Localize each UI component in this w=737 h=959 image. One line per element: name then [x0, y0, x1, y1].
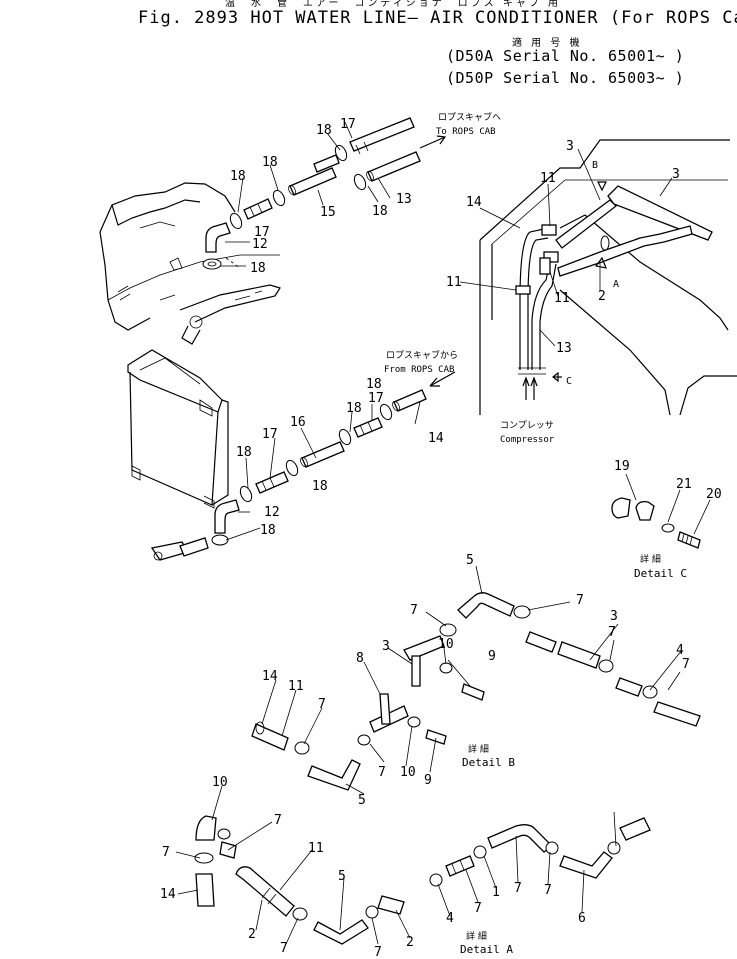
- view-arrow-c: C: [566, 376, 572, 387]
- part-callout: 17: [254, 225, 270, 240]
- part-callout: 7: [378, 765, 386, 780]
- part-callout: 7: [682, 657, 690, 672]
- detail-b-japanese: 詳 細: [468, 743, 489, 755]
- part-callout: 6: [578, 911, 586, 926]
- compressor-japanese: コンプレッサ: [500, 420, 554, 431]
- part-callout: 7: [162, 845, 170, 860]
- part-callout: 18: [346, 401, 362, 416]
- part-callout: 2: [598, 289, 606, 304]
- to-rops-cab-label: To ROPS CAB: [436, 127, 496, 137]
- part-callout: 18: [366, 377, 382, 392]
- part-callout: 3: [566, 139, 574, 154]
- part-callout: 7: [274, 813, 282, 828]
- part-callout: 3: [382, 639, 390, 654]
- serial-number-d50a: (D50A Serial No. 65001~ ): [446, 47, 685, 65]
- callout-leader-lines: [175, 121, 711, 945]
- detail-c-label: Detail C: [634, 567, 687, 580]
- part-callout: 10: [400, 765, 416, 780]
- part-callout: 11: [288, 679, 304, 694]
- part-callout: 18: [262, 155, 278, 170]
- cab-frame-outline: [479, 139, 737, 416]
- part-callout: 18: [260, 523, 276, 538]
- part-callout: 13: [556, 341, 572, 356]
- part-callout: 3: [672, 167, 680, 182]
- part-callout: 10: [438, 637, 454, 652]
- part-callout: 7: [474, 901, 482, 916]
- detail-c-japanese: 詳 細: [640, 553, 661, 565]
- part-callout: 18: [250, 261, 266, 276]
- part-callout: 4: [446, 911, 454, 926]
- part-callout: 4: [676, 643, 684, 658]
- radiator-outline: [127, 349, 229, 509]
- part-callout: 8: [356, 651, 364, 666]
- detail-a-parts: [194, 815, 651, 945]
- part-callout: 12: [264, 505, 280, 520]
- cab-hose-routing: [515, 181, 713, 400]
- part-callout: 11: [446, 275, 462, 290]
- part-callout: 5: [338, 869, 346, 884]
- view-arrow-b: B: [592, 160, 598, 171]
- detail-b-label: Detail B: [462, 756, 515, 769]
- part-callout: 2: [248, 927, 256, 942]
- part-callout: 7: [280, 941, 288, 956]
- detail-a-label: Detail A: [460, 943, 513, 956]
- part-callouts: 18 17 18 17 15 18 13 18 12 18 3 3 11 14 …: [160, 117, 722, 959]
- part-callout: 7: [608, 625, 616, 640]
- part-callout: 9: [488, 649, 496, 664]
- part-callout: 11: [540, 171, 556, 186]
- upper-hose-chain: [202, 117, 447, 270]
- part-callout: 14: [262, 669, 278, 684]
- part-callout: 18: [230, 169, 246, 184]
- part-callout: 15: [320, 205, 336, 220]
- view-arrow-a: A: [613, 279, 619, 290]
- part-callout: 16: [290, 415, 306, 430]
- part-callout: 1: [492, 885, 500, 900]
- part-callout: 19: [614, 459, 630, 474]
- part-callout: 21: [676, 477, 692, 492]
- part-callout: 7: [576, 593, 584, 608]
- part-callout: 9: [424, 773, 432, 788]
- serial-number-d50p: (D50P Serial No. 65003~ ): [446, 69, 685, 87]
- part-callout: 5: [466, 553, 474, 568]
- part-callout: 18: [236, 445, 252, 460]
- part-callout: 11: [308, 841, 324, 856]
- part-callout: 2: [406, 935, 414, 950]
- part-callout: 13: [396, 192, 412, 207]
- engine-block-outline: [99, 182, 281, 345]
- part-callout: 14: [160, 887, 176, 902]
- part-callout: 7: [318, 697, 326, 712]
- figure-title: Fig. 2893 HOT WATER LINE— AIR CONDITIONE…: [138, 8, 737, 28]
- header-japanese-line: 温 水 管 エアー コンディショナ ロプス キャブ 用: [225, 0, 562, 9]
- part-callout: 11: [554, 291, 570, 306]
- part-callout: 7: [514, 881, 522, 896]
- detail-a-japanese: 詳 細: [466, 930, 487, 942]
- from-rops-cab-japanese: ロプスキャブから: [386, 349, 458, 361]
- detail-b-parts: [251, 592, 701, 791]
- part-callout: 5: [358, 793, 366, 808]
- detail-c-parts: [611, 497, 701, 549]
- part-callout: 3: [610, 609, 618, 624]
- part-callout: 14: [428, 431, 444, 446]
- part-callout: 10: [212, 775, 228, 790]
- middle-hose-chain: [150, 371, 456, 561]
- part-callout: 14: [466, 195, 482, 210]
- part-callout: 12: [252, 237, 268, 252]
- part-callout: 7: [410, 603, 418, 618]
- part-callout: 17: [340, 117, 356, 132]
- part-callout: 18: [372, 204, 388, 219]
- part-callout: 18: [312, 479, 328, 494]
- serial-japanese-label: 適 用 号 機: [512, 38, 583, 49]
- part-callout: 7: [374, 945, 382, 959]
- compressor-label: Compressor: [500, 435, 555, 445]
- part-callout: 17: [262, 427, 278, 442]
- part-callout: 18: [316, 123, 332, 138]
- part-callout: 20: [706, 487, 722, 502]
- from-rops-cab-label: From ROPS CAB: [384, 365, 454, 375]
- part-callout: 17: [368, 391, 384, 406]
- to-rops-cab-japanese: ロプスキャブヘ: [438, 111, 501, 123]
- part-callout: 7: [544, 883, 552, 898]
